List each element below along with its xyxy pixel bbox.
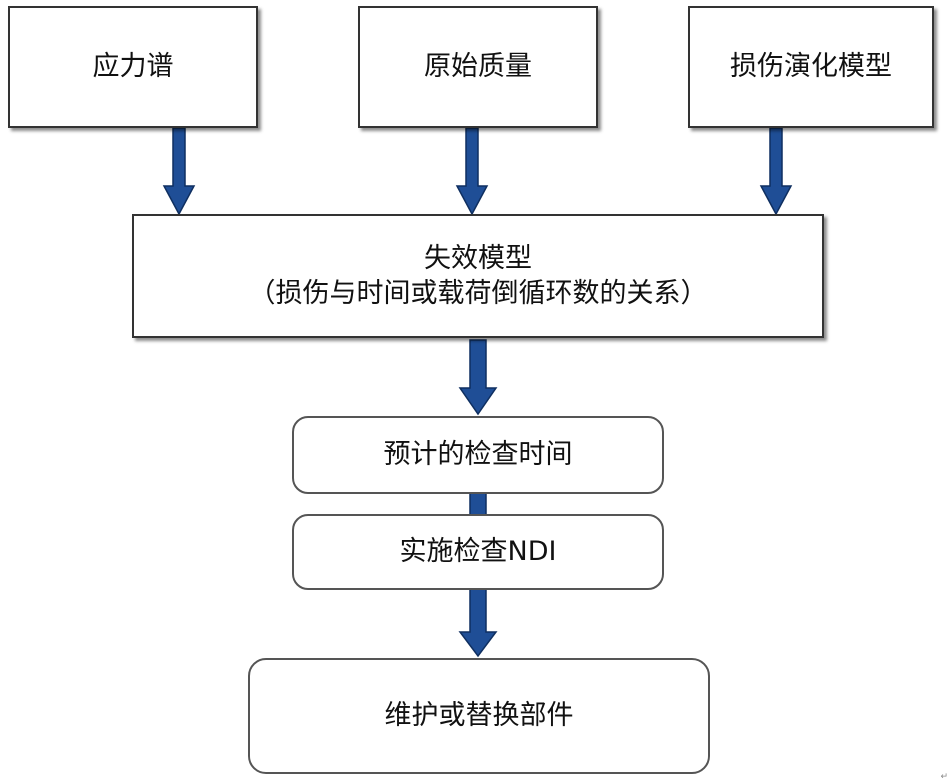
return-mark: ↵ bbox=[940, 772, 948, 782]
input-box-stress-spectrum: 应力谱 bbox=[8, 6, 258, 128]
input-label: 原始质量 bbox=[424, 51, 532, 83]
arrow-stress-to-failure bbox=[162, 127, 196, 216]
failure-model-box: 失效模型 （损伤与时间或载荷倒循环数的关系） bbox=[132, 214, 824, 338]
arrow-damage-to-failure bbox=[759, 127, 793, 216]
input-box-initial-quality: 原始质量 bbox=[358, 6, 598, 128]
step-box-predicted-inspection-time: 预计的检查时间 bbox=[292, 416, 664, 494]
step-box-maintain-or-replace: 维护或替换部件 bbox=[248, 658, 710, 774]
arrow-predicted-to-ndi bbox=[469, 491, 487, 517]
failure-model-title: 失效模型 bbox=[424, 242, 532, 274]
step-label: 预计的检查时间 bbox=[383, 439, 573, 471]
failure-model-subtitle: （损伤与时间或载荷倒循环数的关系） bbox=[248, 278, 708, 309]
step-label: 实施检查NDI bbox=[399, 536, 557, 568]
step-box-perform-ndi: 实施检查NDI bbox=[292, 514, 664, 590]
arrow-quality-to-failure bbox=[455, 127, 489, 216]
input-box-damage-evolution-model: 损伤演化模型 bbox=[688, 6, 934, 128]
arrow-ndi-to-maintenance bbox=[458, 587, 498, 658]
arrow-failure-to-predicted bbox=[458, 339, 498, 416]
input-label: 损伤演化模型 bbox=[730, 51, 892, 83]
step-label: 维护或替换部件 bbox=[384, 700, 574, 732]
input-label: 应力谱 bbox=[92, 51, 174, 83]
